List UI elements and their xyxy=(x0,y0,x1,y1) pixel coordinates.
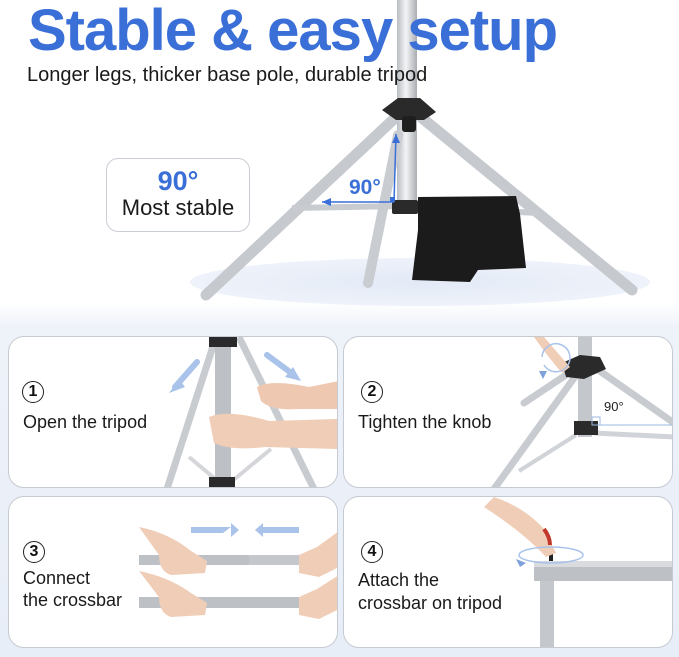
tighten-knob-illustration xyxy=(491,337,672,487)
step-number-3: 3 xyxy=(23,541,45,563)
step-card-3: 3 Connect the crossbar xyxy=(8,496,338,648)
page-title: Stable & easy setup xyxy=(28,0,558,63)
step-label-2: Tighten the knob xyxy=(358,412,492,432)
callout-angle: 90° xyxy=(157,166,199,196)
connect-crossbar-illustration xyxy=(139,523,337,619)
diagram-angle-label: 90° xyxy=(349,176,381,199)
page-subtitle: Longer legs, thicker base pole, durable … xyxy=(27,64,428,86)
step-number-1: 1 xyxy=(22,381,44,403)
tripod-stand-illustration: 90° xyxy=(190,0,650,306)
step-label-3-line2: the crossbar xyxy=(23,590,123,610)
step-card-4: 4 Attach the crossbar on tripod xyxy=(343,496,673,648)
open-tripod-illustration xyxy=(163,337,337,487)
stability-callout: 90° Most stable xyxy=(106,158,250,232)
attach-crossbar-illustration xyxy=(484,497,672,647)
step-label-4-line1: Attach the xyxy=(358,570,440,590)
step-number-2: 2 xyxy=(361,381,383,403)
step-label-4-line2: crossbar on tripod xyxy=(358,593,503,613)
step-number-4: 4 xyxy=(361,541,383,563)
step-card-1: 1 Open the tripod xyxy=(8,336,338,488)
step-label-1: Open the tripod xyxy=(23,412,148,432)
step-label-3-line1: Connect xyxy=(23,568,91,588)
step-2-angle-label: 90° xyxy=(604,399,624,414)
callout-label: Most stable xyxy=(121,195,235,220)
step-card-2: 90° 2 Tighten the knob xyxy=(343,336,673,488)
